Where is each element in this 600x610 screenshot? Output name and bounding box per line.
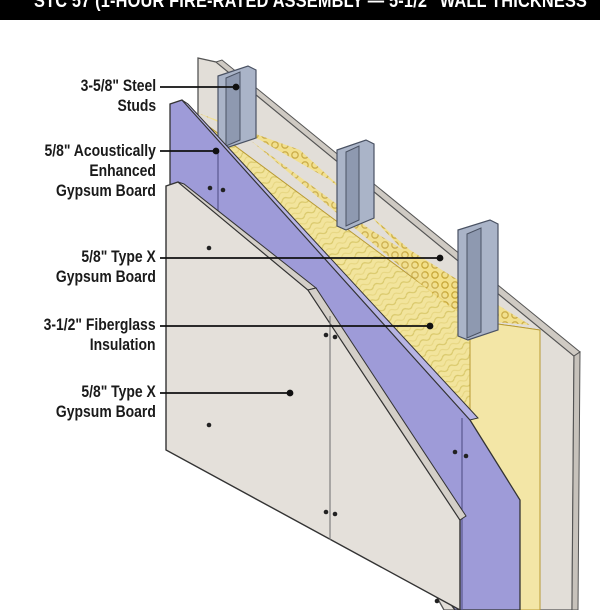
title-banner: STC 57 (1-HOUR FIRE-RATED ASSEMBLY — 5-1…	[0, 0, 600, 20]
label-fiberglass-insulation: 3-1/2" Fiberglass Insulation	[44, 315, 156, 354]
front-gypsum-board	[165, 181, 467, 610]
label-type-x-gypsum-board-front: 5/8" Type X Gypsum Board	[56, 382, 156, 421]
steel-stud-1	[217, 65, 257, 149]
label-steel-studs: 3-5/8" Steel Studs	[80, 76, 156, 115]
label-acoustic-gypsum-board: 5/8" Acoustically Enhanced Gypsum Board	[44, 141, 156, 200]
diagram-title: STC 57 (1-HOUR FIRE-RATED ASSEMBLY — 5-1…	[34, 0, 588, 12]
leader-lines	[160, 83, 444, 397]
label-type-x-gypsum-board-back: 5/8" Type X Gypsum Board	[56, 247, 156, 286]
steel-stud-2	[336, 139, 375, 231]
steel-stud-3	[457, 219, 499, 341]
